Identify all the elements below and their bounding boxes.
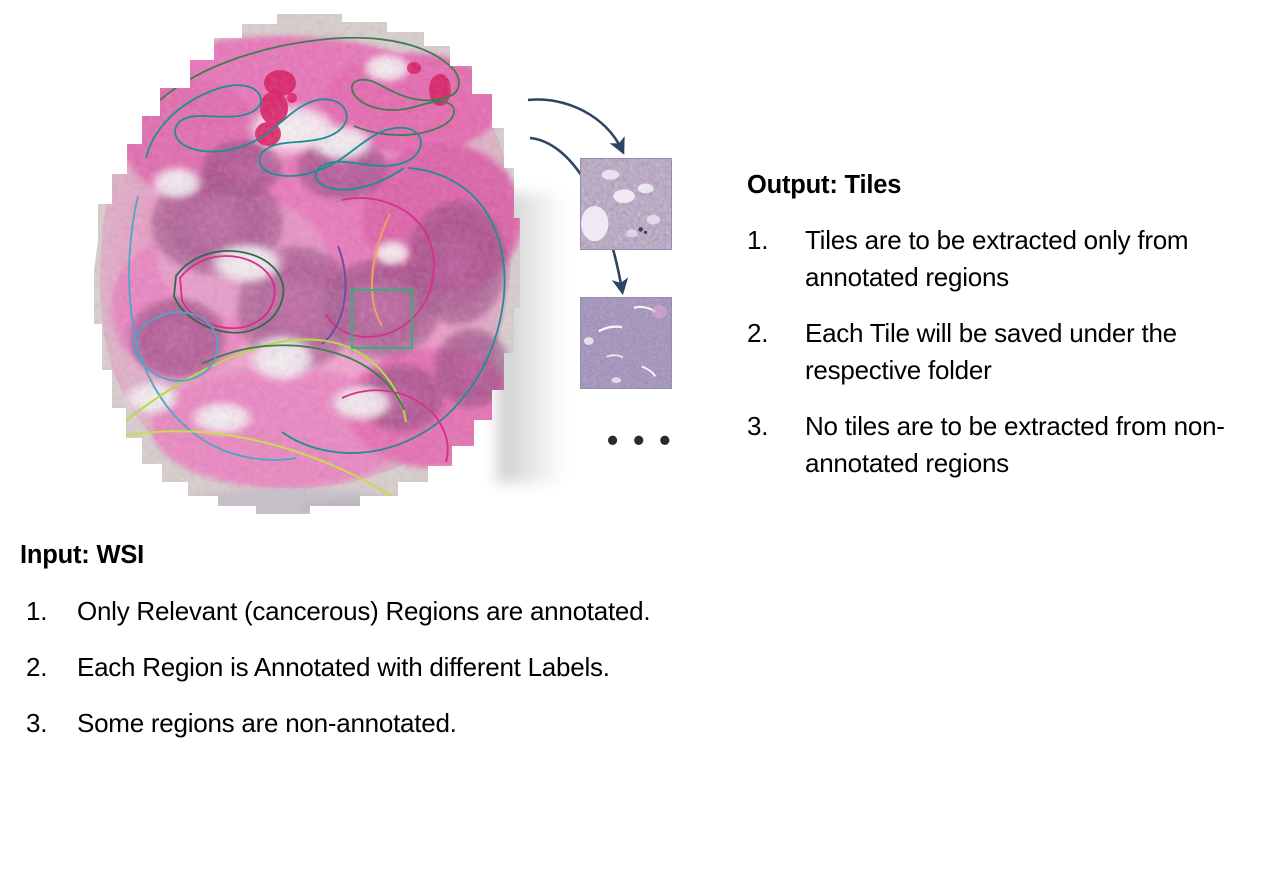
input-text-block: Input: WSI 1. Only Relevant (cancerous) … <box>20 540 660 742</box>
tile-2-image <box>581 298 671 388</box>
tile-2[interactable] <box>580 297 672 389</box>
tile-selection-box <box>351 289 413 349</box>
output-list-item-1-number: 1. <box>747 225 769 255</box>
output-list-item-2-text: Each Tile will be saved under the respec… <box>805 318 1177 385</box>
output-list: 1. Tiles are to be extracted only from a… <box>747 222 1262 482</box>
input-list: 1. Only Relevant (cancerous) Regions are… <box>20 593 660 742</box>
tile-1-image <box>581 159 671 249</box>
wsi-panel <box>42 8 592 520</box>
output-list-item-1-text: Tiles are to be extracted only from anno… <box>805 225 1189 292</box>
output-list-item-1: 1. Tiles are to be extracted only from a… <box>747 222 1262 296</box>
input-heading: Input: WSI <box>20 541 145 569</box>
input-list-item-1-number: 1. <box>26 596 48 626</box>
input-list-item-3-text: Some regions are non-annotated. <box>77 708 457 738</box>
output-list-item-3: 3. No tiles are to be extracted from non… <box>747 408 1262 482</box>
annotation-outlines <box>97 36 506 501</box>
tissue-body <box>94 14 520 514</box>
output-list-item-2: 2. Each Tile will be saved under the res… <box>747 315 1262 389</box>
arrow-to-tile-1 <box>527 98 625 155</box>
input-list-item-2: 2. Each Region is Annotated with differe… <box>20 649 660 686</box>
output-heading: Output: Tiles <box>747 171 902 199</box>
input-list-item-2-text: Each Region is Annotated with different … <box>77 652 610 682</box>
input-list-item-2-number: 2. <box>26 652 48 682</box>
output-list-item-2-number: 2. <box>747 318 769 348</box>
output-list-item-3-number: 3. <box>747 411 769 441</box>
input-list-item-1-text: Only Relevant (cancerous) Regions are an… <box>77 596 651 626</box>
tile-1[interactable] <box>580 158 672 250</box>
input-list-item-1: 1. Only Relevant (cancerous) Regions are… <box>20 593 660 630</box>
output-text-block: Output: Tiles 1. Tiles are to be extract… <box>747 170 1262 482</box>
tiles-ellipsis: • • • <box>607 422 674 458</box>
input-list-item-3-number: 3. <box>26 708 48 738</box>
input-list-item-3: 3. Some regions are non-annotated. <box>20 705 660 742</box>
output-list-item-3-text: No tiles are to be extracted from non-an… <box>805 411 1225 478</box>
whole-slide-image <box>94 14 520 514</box>
